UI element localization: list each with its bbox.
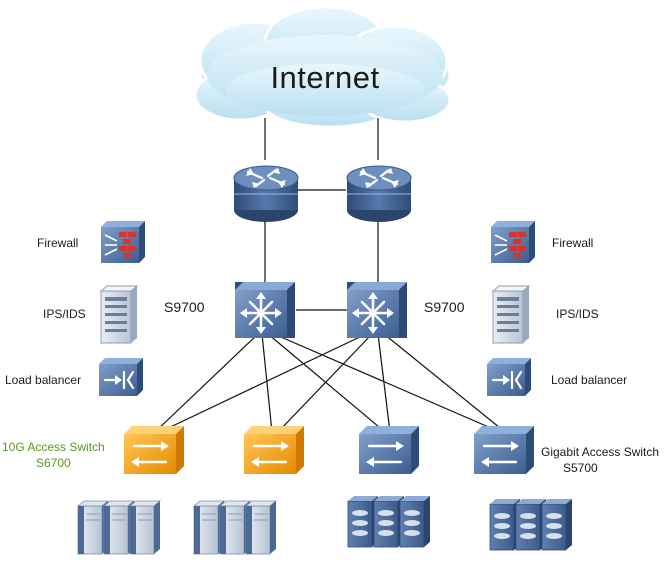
network-links xyxy=(154,118,506,433)
router-left xyxy=(232,164,300,224)
load-balancer-right-icon xyxy=(485,356,533,398)
load-balancer-right-label: Load balancer xyxy=(551,373,628,387)
access-gig-label: Gigabit Access Switch xyxy=(541,445,660,459)
firewall-right-icon xyxy=(490,220,536,264)
internet-label: Internet xyxy=(270,60,380,95)
access-10g-label: 10G Access Switch xyxy=(2,440,105,454)
access-switch-gig-1 xyxy=(357,424,421,476)
server-group-1 xyxy=(77,500,161,555)
storage-group-2 xyxy=(489,498,573,551)
ips-left-icon xyxy=(100,285,138,344)
server-group-2 xyxy=(193,500,277,555)
firewall-right-label: Firewall xyxy=(552,236,594,250)
ips-right-label: IPS/IDS xyxy=(556,307,599,321)
storage-group-1 xyxy=(347,495,431,548)
access-switch-10g-2 xyxy=(242,424,306,476)
access-10g-model: S6700 xyxy=(36,456,71,470)
internet-cloud xyxy=(193,5,452,129)
access-switch-gig-2 xyxy=(472,424,536,476)
core-switch-right-label: S9700 xyxy=(424,299,465,315)
firewall-left-label: Firewall xyxy=(37,236,79,250)
core-switch-right xyxy=(345,280,409,340)
access-gig-model: S5700 xyxy=(563,461,598,475)
core-switch-left xyxy=(233,280,297,340)
ips-right-icon xyxy=(492,285,530,344)
load-balancer-left-label: Load balancer xyxy=(5,373,82,387)
access-switch-10g-1 xyxy=(122,424,186,476)
router-right xyxy=(345,164,413,224)
core-switch-left-label: S9700 xyxy=(164,299,205,315)
load-balancer-left-icon xyxy=(97,356,145,398)
ips-left-label: IPS/IDS xyxy=(43,307,86,321)
firewall-left-icon xyxy=(100,220,146,264)
